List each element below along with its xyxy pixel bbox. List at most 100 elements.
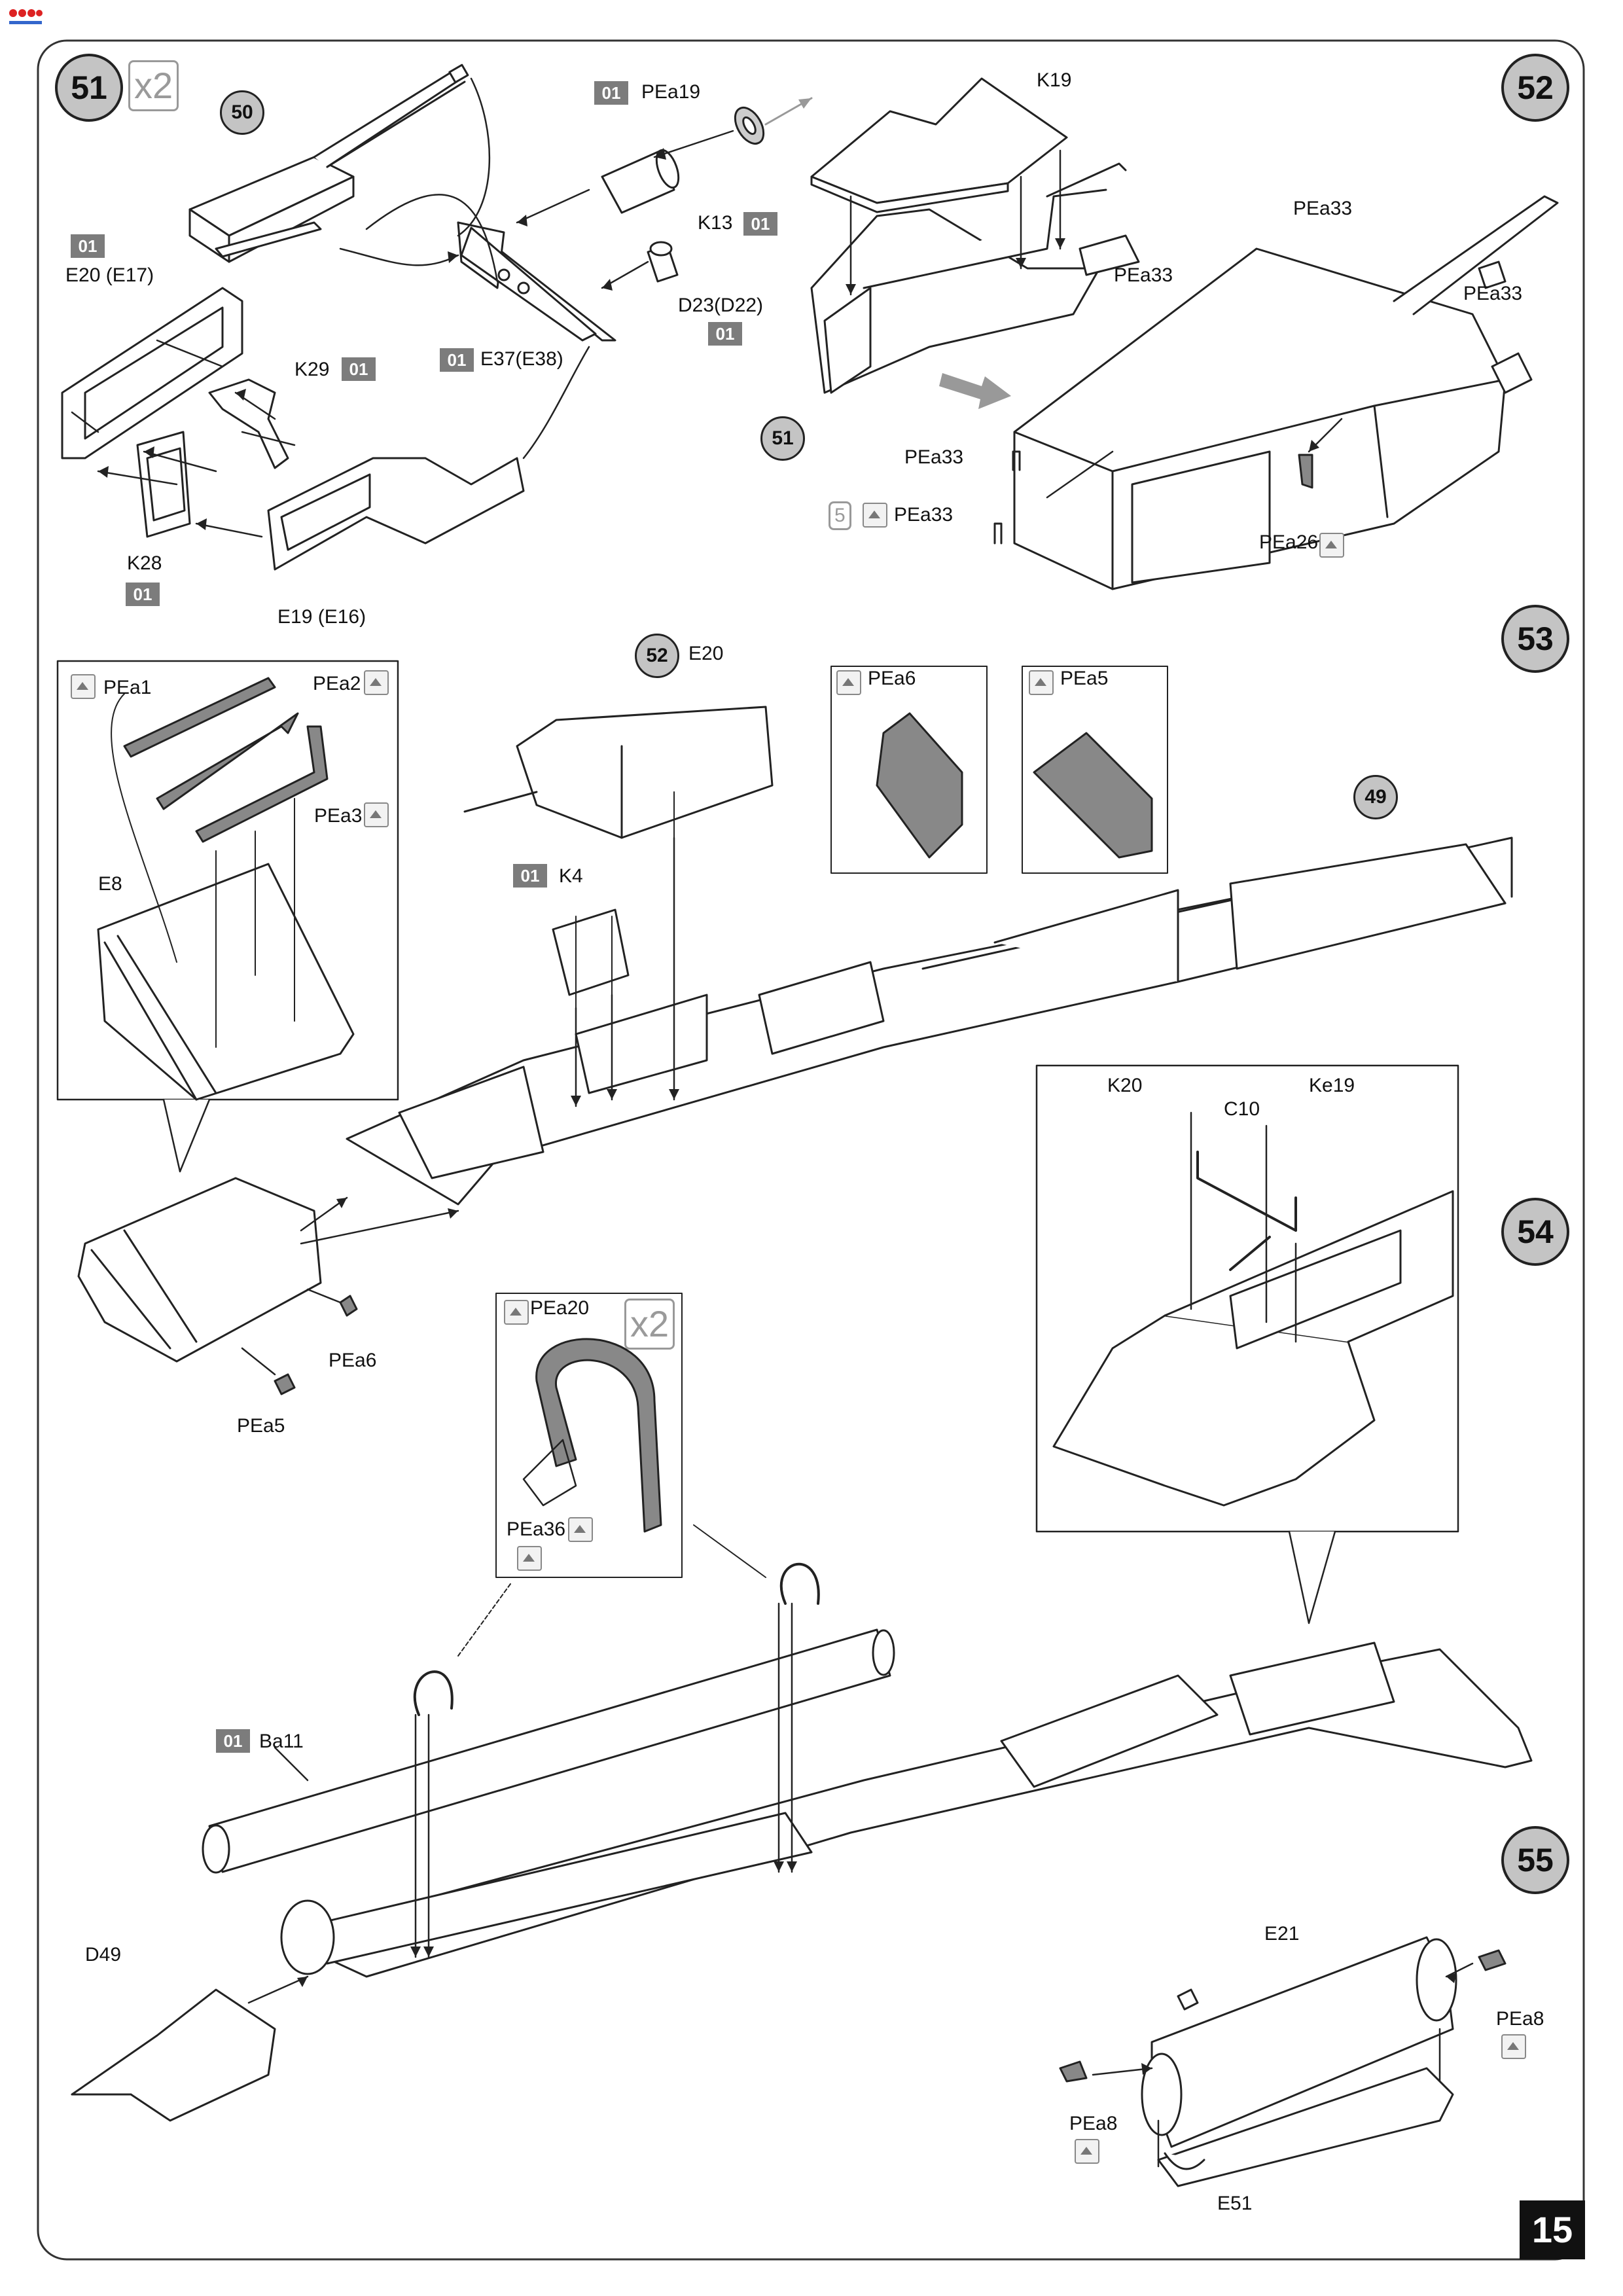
page-number: 15 — [1520, 2200, 1585, 2259]
label-pea2: PEa2 — [313, 673, 361, 694]
label-e20b: E20 — [688, 643, 724, 664]
direction-arrow-icon — [939, 373, 1011, 409]
label-pea20: PEa20 — [530, 1297, 590, 1319]
e19-panel-part — [267, 457, 525, 571]
step-ref-52: 52 — [635, 634, 679, 678]
label-pea3: PEa3 — [314, 805, 363, 827]
large-box-part — [1013, 195, 1559, 590]
pea1-strip-part — [123, 677, 276, 758]
step-51-drawing — [61, 63, 813, 571]
pea5-part — [1033, 732, 1153, 859]
label-pea33-b: PEa33 — [1114, 264, 1173, 286]
detail-fender-part — [1052, 1190, 1454, 1507]
e51-cradle-part — [1157, 2067, 1454, 2187]
multiplier-x2-53: x2 — [624, 1299, 675, 1350]
step51-arrowheads — [98, 148, 666, 530]
step-ref-49: 49 — [1353, 775, 1398, 819]
label-pea6: PEa6 — [329, 1350, 377, 1371]
sprue-badge: 01 — [216, 1729, 250, 1753]
pea6-part — [876, 712, 963, 859]
label-k28: K28 — [127, 552, 162, 574]
pea2-strip-part — [156, 712, 299, 810]
label-e37: E37(E38) — [480, 348, 563, 370]
multiplier-5: 5 — [829, 501, 851, 530]
label-k4: K4 — [559, 865, 583, 887]
inset-box-pea5 — [1022, 666, 1168, 874]
d49-fender-part — [71, 1988, 276, 2122]
label-pea33-a: PEa33 — [1293, 198, 1353, 219]
label-pea5-box: PEa5 — [1060, 668, 1109, 689]
label-pea36: PEa36 — [507, 1518, 566, 1540]
photo-etch-icon — [71, 674, 96, 699]
machine-gun-part — [188, 63, 469, 263]
label-pea5: PEa5 — [237, 1415, 285, 1437]
e8-fender-part — [97, 863, 355, 1101]
step-number-51: 51 — [55, 54, 123, 122]
label-c10: C10 — [1224, 1098, 1260, 1120]
front-fender-part — [77, 1177, 322, 1363]
sprue-badge: 01 — [594, 81, 628, 105]
sprue-badge: 01 — [440, 348, 474, 372]
photo-etch-icon — [836, 670, 861, 695]
step-number-52: 52 — [1501, 54, 1569, 122]
inset-box-pea1 — [56, 660, 399, 1101]
label-k13: K13 — [698, 212, 733, 234]
long-chassis-part — [280, 1641, 1533, 1978]
sprue-badge: 01 — [743, 212, 777, 236]
pea26-part — [1298, 454, 1313, 489]
photo-etch-icon — [504, 1300, 529, 1325]
step-number-55: 55 — [1501, 1826, 1569, 1894]
k13-part — [601, 149, 680, 214]
label-pea26: PEa26 — [1259, 531, 1319, 553]
sprue-badge: 01 — [342, 357, 376, 381]
label-k29: K29 — [294, 359, 330, 380]
photo-etch-icon — [364, 670, 389, 695]
pea20-inset-box — [495, 1293, 683, 1578]
label-e20: E20 (E17) — [65, 264, 154, 286]
label-pea1: PEa1 — [103, 677, 152, 698]
e20-panel-part — [61, 287, 243, 459]
label-e51: E51 — [1217, 2193, 1253, 2214]
pea20-strap-part — [535, 1338, 662, 1533]
label-d23: D23(D22) — [678, 295, 764, 316]
k19-roof-part — [810, 77, 1068, 213]
chassis-part — [346, 836, 1513, 1206]
label-pea33-c: PEa33 — [1463, 283, 1523, 304]
pea6-small-part — [339, 1295, 358, 1317]
pea5-small-part — [274, 1373, 296, 1395]
label-pea19: PEa19 — [641, 81, 701, 103]
pea8-left-part — [1059, 2060, 1088, 2083]
step-number-54: 54 — [1501, 1198, 1569, 1266]
photo-etch-icon — [364, 802, 389, 827]
sprue-badge: 01 — [708, 322, 742, 346]
photo-etch-icon — [1029, 670, 1054, 695]
mount-plate-part — [457, 221, 616, 342]
photo-etch-icon — [1075, 2139, 1099, 2164]
detail-inset-box — [1035, 1064, 1459, 1533]
pea33-clip-part — [993, 522, 1003, 545]
label-ke19: Ke19 — [1309, 1075, 1355, 1096]
k28-part — [136, 431, 191, 538]
ba11-pipe-part — [202, 1628, 895, 1874]
photo-etch-icon — [1319, 533, 1344, 558]
clamp-ring-part — [414, 1562, 820, 1716]
photo-etch-icon — [1501, 2034, 1526, 2059]
stamp-icon — [517, 1546, 542, 1571]
inset-box-pea6 — [830, 666, 988, 874]
sprue-badge: 01 — [71, 234, 105, 258]
step-ref-51: 51 — [760, 416, 805, 461]
c10-rod-part — [1196, 1151, 1297, 1271]
step-ref-50: 50 — [220, 90, 264, 135]
label-pea33-d: PEa33 — [904, 446, 964, 468]
label-e21: E21 — [1264, 1923, 1300, 1945]
small-box-part — [810, 162, 1140, 394]
label-d49: D49 — [85, 1944, 122, 1965]
k4-part — [552, 908, 630, 996]
label-pea33-e: PEa33 — [894, 504, 954, 526]
pea36-part — [522, 1439, 577, 1507]
pea19-part — [734, 107, 765, 145]
